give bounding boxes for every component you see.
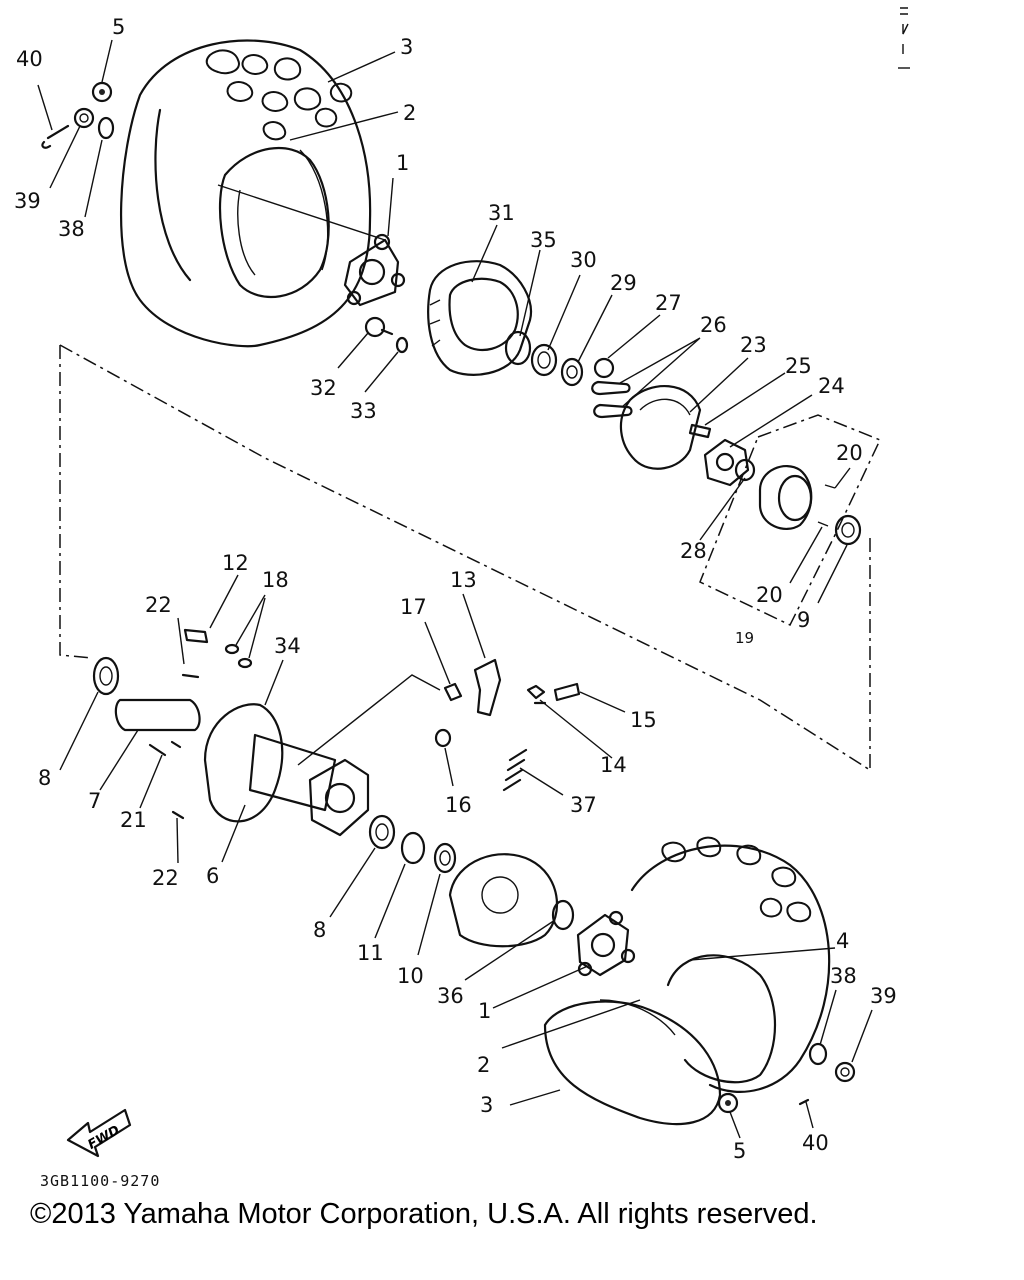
callout-38: 38 — [58, 217, 85, 241]
fwd-arrow-icon: FWD — [66, 1108, 132, 1158]
callout-36: 36 — [437, 984, 464, 1008]
copyright-notice: ©2013 Yamaha Motor Corporation, U.S.A. A… — [30, 1198, 818, 1230]
callout-27: 27 — [655, 291, 682, 315]
final-drive-housing — [448, 853, 575, 948]
callout-13: 13 — [450, 568, 477, 592]
callout-22-lower: 22 — [152, 866, 179, 890]
callout-40: 40 — [16, 47, 43, 71]
callout-20-upper: 20 — [836, 441, 863, 465]
callout-11: 11 — [357, 941, 384, 965]
callout-35: 35 — [530, 228, 557, 252]
callout-39: 39 — [14, 189, 41, 213]
callout-10: 10 — [397, 964, 424, 988]
callout-30: 30 — [570, 248, 597, 272]
callout-23: 23 — [740, 333, 767, 357]
callout-12: 12 — [222, 551, 249, 575]
callout-38-lower: 38 — [830, 964, 857, 988]
callout-22-upper: 22 — [145, 593, 172, 617]
bearing-nuts-29-30-27 — [530, 343, 615, 387]
brake-arm-13-group — [434, 658, 581, 792]
callout-3-lower: 3 — [480, 1093, 493, 1117]
callout-40-lower: 40 — [802, 1131, 829, 1155]
upper-tire-assembly — [119, 39, 372, 348]
callout-9: 9 — [797, 608, 810, 632]
upper-axle-nut-group — [41, 81, 115, 149]
callout-7: 7 — [88, 789, 101, 813]
callout-3: 3 — [400, 35, 413, 59]
callout-32: 32 — [310, 376, 337, 400]
diagram-reference-code: 3GB1100-9270 — [40, 1172, 161, 1190]
callout-5-lower: 5 — [733, 1139, 746, 1163]
callout-8-right: 8 — [313, 918, 326, 942]
lower-tire-assembly — [543, 836, 831, 1126]
callout-2: 2 — [403, 101, 416, 125]
lower-axle-nut-group — [717, 1042, 856, 1114]
callout-20-lower: 20 — [756, 583, 783, 607]
callout-29: 29 — [610, 271, 637, 295]
bolt-32-washer-33 — [364, 316, 409, 354]
callout-5: 5 — [112, 15, 125, 39]
callout-1: 1 — [396, 151, 409, 175]
callout-15: 15 — [630, 708, 657, 732]
callout-37: 37 — [570, 793, 597, 817]
callout-16: 16 — [445, 793, 472, 817]
callout-34: 34 — [274, 634, 301, 658]
callout-leaders — [37, 39, 873, 1139]
callout-2-lower: 2 — [477, 1053, 490, 1077]
callout-24: 24 — [818, 374, 845, 398]
lower-wheel-hub — [576, 910, 636, 977]
callout-17: 17 — [400, 595, 427, 619]
assembly-axis-lines — [59, 184, 871, 771]
brake-cam-24 — [703, 438, 756, 487]
callout-28: 28 — [680, 539, 707, 563]
callout-19: 19 — [735, 629, 754, 647]
clip-26 — [591, 380, 633, 419]
brake-shoe-23 — [619, 385, 712, 470]
callout-21: 21 — [120, 808, 147, 832]
page-edge-marks — [898, 7, 910, 69]
callout-18: 18 — [262, 568, 289, 592]
callout-labels: 40 5 3 2 39 38 1 31 35 30 29 27 26 23 25… — [14, 15, 897, 1163]
axle-housing-assembly — [92, 628, 370, 837]
callout-14: 14 — [600, 753, 627, 777]
seal-group-19 — [699, 414, 882, 626]
upper-wheel-hub — [343, 233, 406, 307]
fwd-label: FWD — [86, 1123, 123, 1153]
callout-31: 31 — [488, 201, 515, 225]
callout-1-lower: 1 — [478, 999, 491, 1023]
axle-bearings — [368, 814, 457, 874]
callout-25: 25 — [785, 354, 812, 378]
callout-39-lower: 39 — [870, 984, 897, 1008]
callout-33: 33 — [350, 399, 377, 423]
callout-26: 26 — [700, 313, 727, 337]
brake-drum-31 — [427, 260, 533, 376]
callout-4: 4 — [836, 929, 849, 953]
callout-6: 6 — [206, 864, 219, 888]
callout-8-left: 8 — [38, 766, 51, 790]
